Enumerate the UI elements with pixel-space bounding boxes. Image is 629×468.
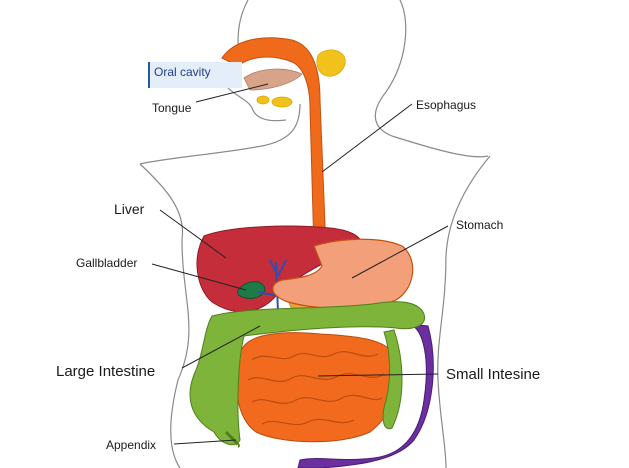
leader-lines xyxy=(151,83,449,445)
large-intestine-label: Large Intestine xyxy=(56,363,156,380)
large-intestine-shape xyxy=(189,301,425,446)
appendix-label: Appendix xyxy=(106,438,157,452)
liver-label: Liver xyxy=(114,201,145,217)
oral-cavity-label: Oral cavity xyxy=(154,65,211,79)
gallbladder-label: Gallbladder xyxy=(76,256,138,270)
esophagus-label: Esophagus xyxy=(416,98,477,112)
rectum-shape xyxy=(297,323,434,468)
small-intestine-shape xyxy=(235,332,398,443)
small-intestine-label: Small Intesine xyxy=(446,366,541,383)
gallbladder-shape xyxy=(237,281,266,299)
descending-colon-shape xyxy=(382,329,403,430)
oral-cavity-highlight xyxy=(148,62,242,88)
stomach-label: Stomach xyxy=(456,218,504,232)
body-outline xyxy=(139,0,491,468)
tongue-shape xyxy=(243,68,303,91)
tongue-label: Tongue xyxy=(152,101,192,115)
appendix-shape xyxy=(224,430,240,448)
